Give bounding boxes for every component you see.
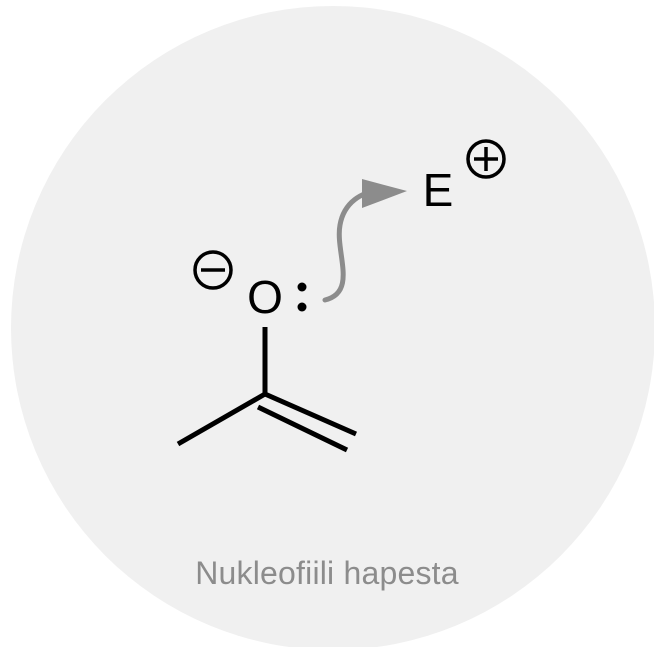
arrow-shaft — [322, 188, 381, 303]
diagram-caption: Nukleofiili hapesta — [195, 555, 459, 591]
lone-pair-dot-bottom — [297, 302, 307, 312]
bond-c-ch2-inner — [256, 404, 349, 453]
negative-charge-icon — [193, 250, 233, 290]
bond-c-methyl — [176, 391, 267, 447]
electrophile-label: E — [423, 164, 454, 216]
positive-charge-icon — [466, 139, 506, 179]
oxygen-atom-label: O — [247, 271, 283, 323]
background-circle — [11, 6, 654, 647]
negative-charge-ring — [193, 250, 233, 290]
enolate-skeleton — [176, 327, 358, 453]
arrow-head — [362, 179, 407, 208]
positive-charge-ring — [466, 139, 506, 179]
bond-c-ch2-outer — [263, 391, 358, 437]
lone-pair-dot-top — [297, 282, 307, 292]
lone-pair-dots — [297, 282, 307, 312]
electron-push-arrow-icon — [322, 179, 407, 303]
